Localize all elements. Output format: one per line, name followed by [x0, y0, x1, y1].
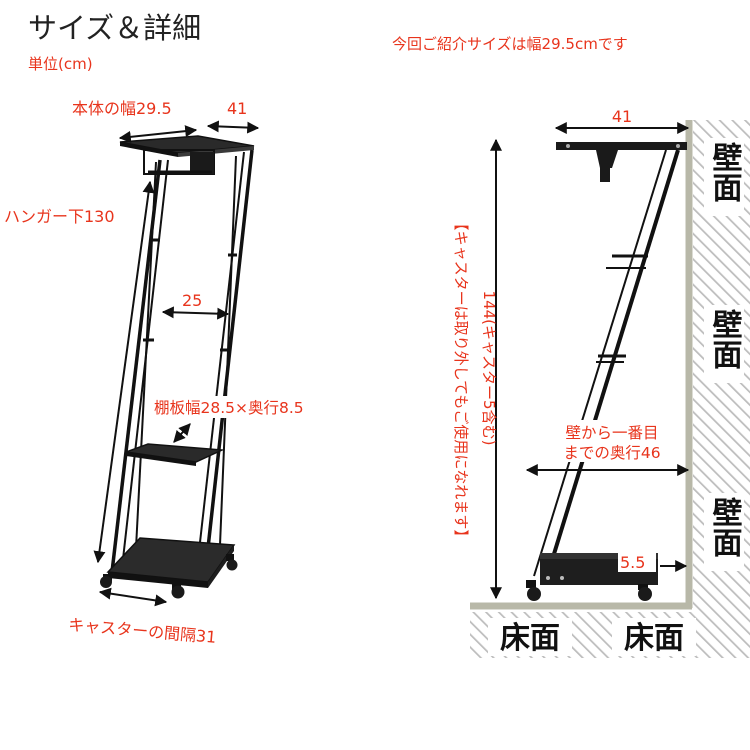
caster-front-left: [100, 574, 112, 588]
wall-depth-label-backdrop: [542, 420, 684, 462]
width-arrow: [118, 125, 198, 143]
floor-label-right: 床面: [624, 621, 684, 656]
base-board-edge: [108, 572, 208, 588]
frame-front-right-inner: [197, 151, 245, 561]
side-depth-label: 41: [612, 107, 632, 126]
caster-spacing-label: キャスターの間隔31: [68, 615, 217, 647]
body-width-label: 本体の幅29.5: [72, 99, 172, 118]
shelf-depth-arrow: [173, 423, 191, 443]
page-title: サイズ＆詳細: [28, 11, 201, 45]
wall-depth-label-line2: までの奥行46: [563, 444, 660, 462]
base-gap-label: 5.5: [620, 553, 645, 572]
side-caster-left: [526, 580, 541, 601]
size-note: 今回ご紹介サイズは幅29.5cmです: [392, 35, 628, 53]
caster-back-right: [226, 554, 238, 571]
front-depth-label: 41: [227, 99, 247, 118]
side-rack-illustration: [526, 142, 687, 601]
inner-width-arrow: [161, 306, 230, 320]
caster-spacing-arrow: [98, 587, 168, 607]
hanger-height-arrow: [93, 180, 155, 564]
wall-depth-label-line1: 壁から一番目: [565, 424, 658, 442]
frame-front-right-outer: [204, 149, 254, 567]
wall-label-mid: 壁面: [707, 309, 743, 369]
caster-removable-note: 【キャスターは取り外してもご使用になれます】: [452, 216, 470, 545]
shelf-size-label: 棚板幅28.5×奥行8.5: [154, 399, 304, 417]
total-height-label: 144(キャスター5含む): [480, 291, 498, 446]
depth-arrow: [206, 120, 260, 134]
caster-front-right: [171, 584, 185, 599]
front-dimension-lines: [93, 120, 260, 607]
wall-label-top-1: 壁面: [707, 142, 743, 202]
hanger-height-label: ハンガー下130: [4, 207, 115, 226]
side-frame-outer: [544, 149, 680, 581]
side-dimension-lines: [490, 122, 690, 600]
shelf-label-backdrop: [150, 396, 350, 418]
hanger-block: [190, 152, 214, 174]
unit-label: 単位(cm): [28, 55, 93, 73]
floor-label-left: 床面: [500, 621, 560, 656]
side-caster-right: [638, 584, 652, 601]
wall-label-bottom: 壁面: [707, 497, 743, 557]
front-rack-illustration: [100, 135, 255, 599]
inner-width-label: 25: [182, 291, 202, 310]
side-top-board: [556, 142, 687, 150]
